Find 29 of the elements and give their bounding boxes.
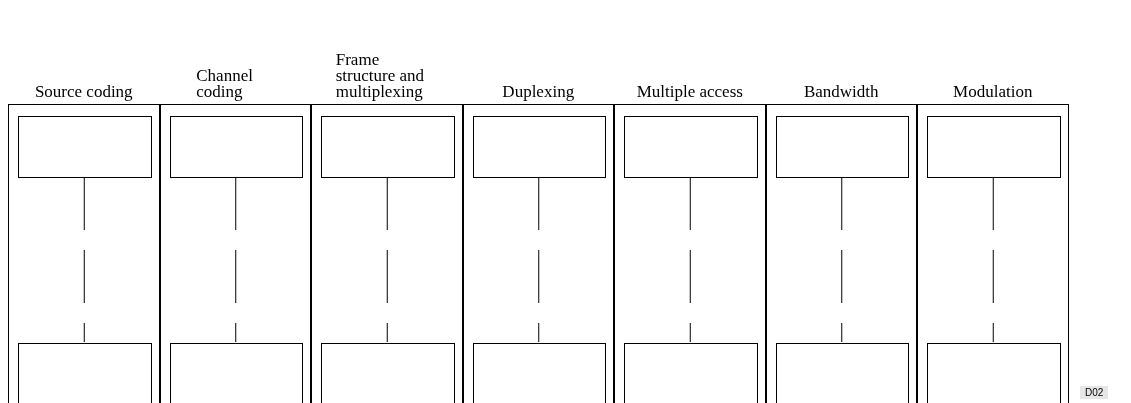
empty-box — [775, 116, 909, 178]
dashed-connector — [235, 176, 237, 343]
empty-box — [18, 116, 152, 178]
empty-box — [321, 116, 455, 178]
dashed-connector — [386, 176, 388, 343]
empty-box — [472, 116, 606, 178]
empty-box — [321, 343, 455, 403]
empty-box — [624, 116, 758, 178]
column-heading: Duplexing — [502, 84, 575, 100]
column-heading: Source coding — [34, 84, 133, 100]
dashed-connector — [689, 176, 691, 343]
empty-box — [169, 343, 303, 403]
empty-box — [927, 343, 1061, 403]
dashed-connector — [83, 176, 85, 343]
dashed-connector — [841, 176, 843, 343]
column-heading: Modulation — [953, 84, 1033, 100]
figure-code: D02 — [1080, 386, 1109, 399]
dashed-connector — [538, 176, 540, 343]
empty-box — [624, 343, 758, 403]
empty-box — [18, 343, 152, 403]
empty-box — [169, 116, 303, 178]
empty-box — [775, 343, 909, 403]
column-heading: Channel coding — [196, 68, 254, 100]
dashed-connector — [992, 176, 994, 343]
empty-box — [472, 343, 606, 403]
column-heading: Multiple access — [636, 84, 743, 100]
column-heading: Frame structure and multiplexing — [335, 52, 426, 100]
empty-box — [927, 116, 1061, 178]
column-heading: Bandwidth — [803, 84, 879, 100]
